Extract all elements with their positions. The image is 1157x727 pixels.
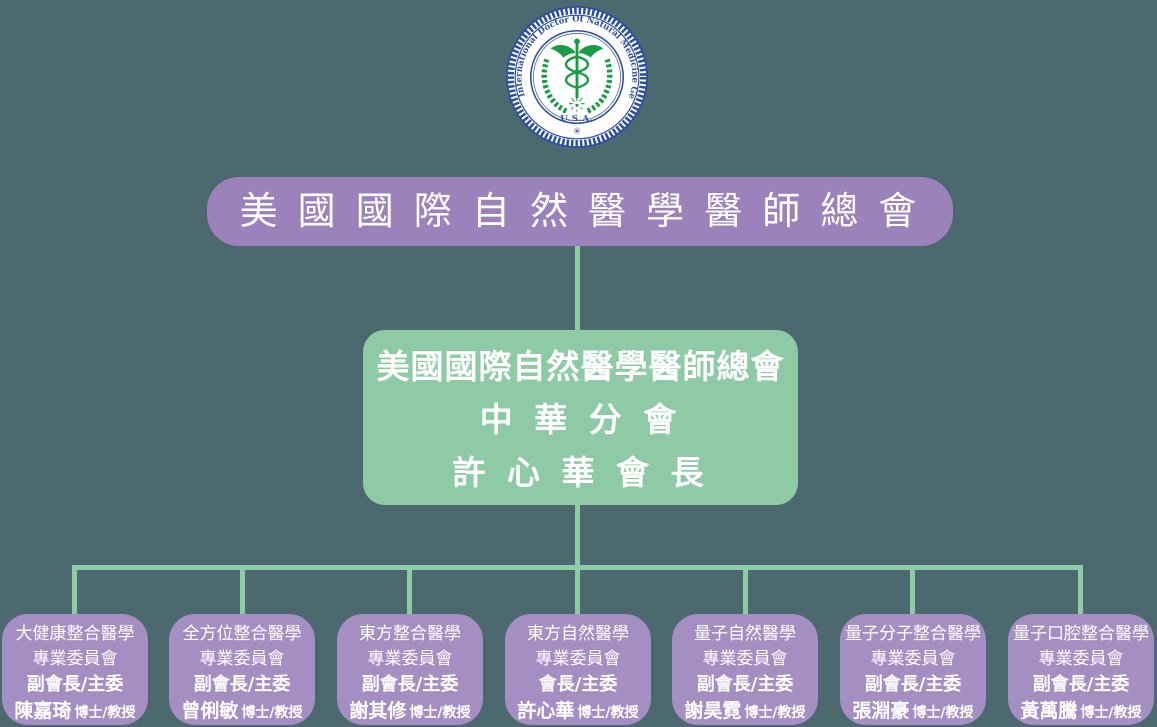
- seal-band-outer-ring: [514, 14, 640, 140]
- person-credentials: 博士/教授: [912, 705, 974, 721]
- connector-drop-2: [240, 565, 245, 615]
- committee-title: 量子分子整合醫學: [845, 624, 981, 644]
- committee-person-line: 黃萬騰博士/教授: [1008, 698, 1154, 725]
- committee-subtitle: 專業委員會: [199, 649, 285, 669]
- connector-drop-6: [910, 565, 915, 615]
- committee-box: 全方位整合醫學 專業委員會 副會長/主委 曾俐敏博士/教授: [169, 614, 315, 725]
- caduceus-icon: [550, 38, 604, 99]
- committee-subtitle: 專業委員會: [1038, 649, 1124, 669]
- committee-role: 會長/主委: [538, 674, 618, 695]
- committee-box: 量子分子整合醫學 專業委員會 副會長/主委 張淵豪博士/教授: [840, 614, 986, 725]
- person-name: 曾俐敏: [181, 700, 239, 722]
- person-name: 謝其修: [349, 700, 407, 722]
- committee-person-line: 曾俐敏博士/教授: [169, 698, 315, 725]
- person-credentials: 博士/教授: [74, 705, 136, 721]
- committee-subtitle: 專業委員會: [870, 649, 956, 669]
- committee-title: 東方自然醫學: [527, 624, 629, 644]
- committee-title: 全方位整合醫學: [182, 624, 302, 644]
- person-credentials: 博士/教授: [409, 705, 471, 721]
- committee-subtitle: 專業委員會: [535, 649, 621, 669]
- committee-role: 副會長/主委: [193, 674, 291, 695]
- committee-subtitle: 專業委員會: [367, 649, 453, 669]
- association-seal-logo: International Doctor Of Natural Medicine…: [504, 4, 648, 148]
- person-name: 陳嘉琦: [14, 700, 72, 722]
- branch-chapter-name: 中 華 分 會: [479, 400, 682, 439]
- committee-title: 東方整合醫學: [359, 624, 461, 644]
- committee-role: 副會長/主委: [864, 674, 962, 695]
- connector-branch-to-rail: [575, 504, 580, 566]
- seal-outer-ring: [506, 6, 648, 148]
- connector-drop-1: [72, 565, 77, 615]
- connector-root-to-branch: [575, 246, 580, 330]
- committee-person-line: 陳嘉琦博士/教授: [2, 698, 148, 725]
- committee-title: 量子自然醫學: [694, 624, 796, 644]
- connector-drop-4: [575, 565, 580, 615]
- laurel-wreath-icon: [541, 58, 613, 114]
- connector-drop-5: [743, 565, 748, 615]
- committee-box: 大健康整合醫學 專業委員會 副會長/主委 陳嘉琦博士/教授: [2, 614, 148, 725]
- person-name: 黃萬騰: [1020, 700, 1078, 722]
- person-name: 謝昊霓: [684, 700, 742, 722]
- branch-org-name: 美國國際自然醫學醫師總會: [376, 347, 785, 386]
- connector-drop-3: [407, 565, 412, 615]
- person-name: 許心華: [517, 700, 575, 722]
- person-credentials: 博士/教授: [241, 705, 303, 721]
- starburst-icon: ✳: [568, 93, 586, 118]
- committee-title: 大健康整合醫學: [15, 624, 135, 644]
- committee-box: 東方自然醫學 專業委員會 會長/主委 許心華博士/教授: [505, 614, 651, 725]
- seal-country-label: U.S.A.: [560, 114, 593, 124]
- person-credentials: 博士/教授: [1080, 705, 1142, 721]
- committee-role: 副會長/主委: [361, 674, 459, 695]
- seal-bottom-asterisk-icon: ✳: [573, 126, 581, 137]
- branch-president-name: 許 心 華 會 長: [452, 453, 709, 492]
- committee-title: 量子口腔整合醫學: [1013, 624, 1149, 644]
- seal-inner-thin-ring: [533, 33, 621, 121]
- committee-subtitle: 專業委員會: [702, 649, 788, 669]
- committee-box: 量子口腔整合醫學 專業委員會 副會長/主委 黃萬騰博士/教授: [1008, 614, 1154, 725]
- connector-drop-7: [1078, 565, 1083, 615]
- committee-person-line: 謝其修博士/教授: [337, 698, 483, 725]
- branch-org-box: 美國國際自然醫學醫師總會 中 華 分 會 許 心 華 會 長: [363, 330, 798, 505]
- person-name: 張淵豪: [852, 700, 910, 722]
- committee-role: 副會長/主委: [696, 674, 794, 695]
- committee-person-line: 謝昊霓博士/教授: [672, 698, 818, 725]
- committee-subtitle: 專業委員會: [32, 649, 118, 669]
- committee-role: 副會長/主委: [26, 674, 124, 695]
- seal-rope-ring: [507, 7, 647, 147]
- root-org-box: 美 國 國 際 自 然 醫 學 醫 師 總 會: [207, 177, 953, 246]
- committee-person-line: 許心華博士/教授: [505, 698, 651, 725]
- person-credentials: 博士/教授: [577, 705, 639, 721]
- committee-person-line: 張淵豪博士/教授: [840, 698, 986, 725]
- committee-role: 副會長/主委: [1032, 674, 1130, 695]
- person-credentials: 博士/教授: [744, 705, 806, 721]
- committee-box: 東方整合醫學 專業委員會 副會長/主委 謝其修博士/教授: [337, 614, 483, 725]
- committee-box: 量子自然醫學 專業委員會 副會長/主委 謝昊霓博士/教授: [672, 614, 818, 725]
